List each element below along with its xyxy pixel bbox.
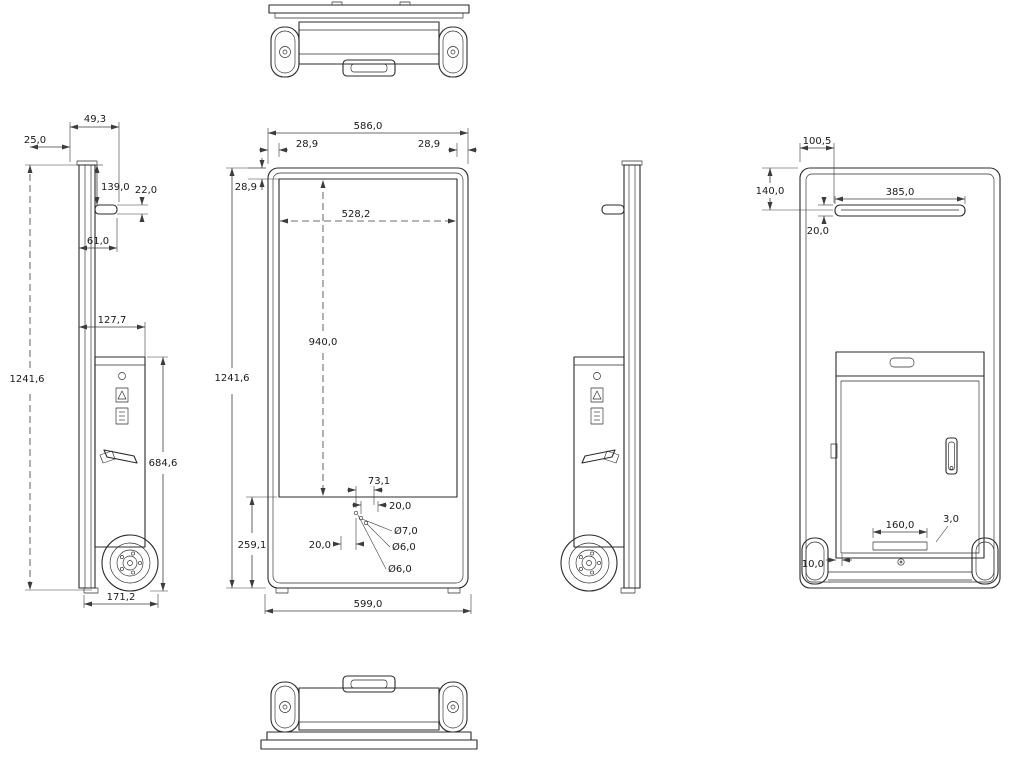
battery-box <box>573 356 625 548</box>
dim-lower-panel-height: 259,1 <box>238 540 267 551</box>
display-panel-edge <box>623 164 641 589</box>
spec-label <box>590 407 604 425</box>
wheel <box>560 534 618 592</box>
foot <box>620 587 636 594</box>
wheel-right <box>438 26 468 78</box>
dim-screen-height: 940,0 <box>309 337 338 348</box>
handle-knob <box>94 204 118 215</box>
dim-handle-height: 22,0 <box>135 185 157 196</box>
screen <box>278 178 458 498</box>
spec-label <box>115 407 129 425</box>
rear-handle <box>834 204 966 217</box>
back-view: 100,5 140,0 385,0 20,0 160,0 3,0 10,0 <box>756 136 1001 589</box>
display-panel-edge <box>78 164 96 589</box>
cabinet-outline <box>267 167 469 589</box>
dim-total-height: 1241,6 <box>10 374 45 385</box>
chassis <box>298 21 440 65</box>
dim-body-height: 684,6 <box>149 458 178 469</box>
dim-depth-with-handle: 49,3 <box>84 114 106 125</box>
dim-panel-offset: 25,0 <box>24 135 46 146</box>
top-view <box>268 1 470 78</box>
vent-slot <box>889 357 915 368</box>
dim-margin-left: 28,9 <box>296 139 318 150</box>
wheel-left <box>270 681 300 733</box>
dim-handle-depth: 61,0 <box>87 236 109 247</box>
dim-margin-right: 28,9 <box>418 139 440 150</box>
side-view-left: 1241,6 49,3 25,0 139,0 22,0 61,0 127,7 6… <box>10 114 178 608</box>
warning-label <box>590 387 604 403</box>
dim-hole-pitch-b: 20,0 <box>309 540 331 551</box>
wheel-right <box>438 681 468 733</box>
chassis <box>298 687 440 731</box>
side-view-right <box>560 160 643 594</box>
cabinet-outline <box>799 167 1001 589</box>
dim-hole-group-span: 73,1 <box>368 476 390 487</box>
dim-overall-width: 586,0 <box>354 121 383 132</box>
hinge <box>830 443 838 459</box>
battery-box <box>94 356 146 548</box>
brake-lever <box>581 449 616 464</box>
door-latch <box>945 437 958 475</box>
dim-base-depth: 171,2 <box>107 592 136 603</box>
dim-hole-dia-2: Ø6,0 <box>392 541 416 553</box>
dim-handle-side-offset: 100,5 <box>803 136 832 147</box>
door-top-band <box>835 351 985 377</box>
brake-lever <box>103 449 138 464</box>
front-view: 586,0 28,9 28,9 28,9 1241,6 528,2 940,0 … <box>215 121 477 614</box>
mounting-hole <box>363 520 369 526</box>
carry-handle <box>342 59 396 77</box>
base-plate <box>260 739 478 750</box>
dim-door-gap: 3,0 <box>943 514 959 525</box>
dim-handle-from-top: 139,0 <box>101 182 130 193</box>
dim-bracket-width: 160,0 <box>886 520 915 531</box>
bottom-view <box>260 675 478 750</box>
dim-hole-pitch-a: 20,0 <box>389 501 411 512</box>
dim-total-height: 1241,6 <box>215 373 250 384</box>
bottom-bracket <box>872 541 928 551</box>
dim-hole-dia-3: Ø6,0 <box>388 563 412 575</box>
wheel <box>101 534 159 592</box>
dim-handle-bar-height: 20,0 <box>807 226 829 237</box>
dim-hole-dia-1: Ø7,0 <box>394 525 418 537</box>
dim-door-margin: 10,0 <box>802 559 824 570</box>
dim-screen-width: 528,2 <box>342 209 371 220</box>
warning-label <box>115 387 129 403</box>
base-plate <box>266 731 472 741</box>
wheel-left <box>270 26 300 78</box>
carry-handle <box>342 675 396 693</box>
screw <box>897 558 905 566</box>
dim-base-width: 599,0 <box>354 599 383 610</box>
wheel-right <box>971 537 999 585</box>
mounting-hole <box>358 515 364 521</box>
dim-handle-width: 385,0 <box>886 187 915 198</box>
foot <box>83 587 99 594</box>
dim-handle-from-top: 140,0 <box>756 186 785 197</box>
dim-margin-top: 28,9 <box>235 182 257 193</box>
dim-body-depth: 127,7 <box>98 315 127 326</box>
screen-plate <box>268 4 470 14</box>
service-door <box>835 375 985 559</box>
mounting-hole <box>353 510 359 516</box>
handle-knob <box>601 204 625 215</box>
